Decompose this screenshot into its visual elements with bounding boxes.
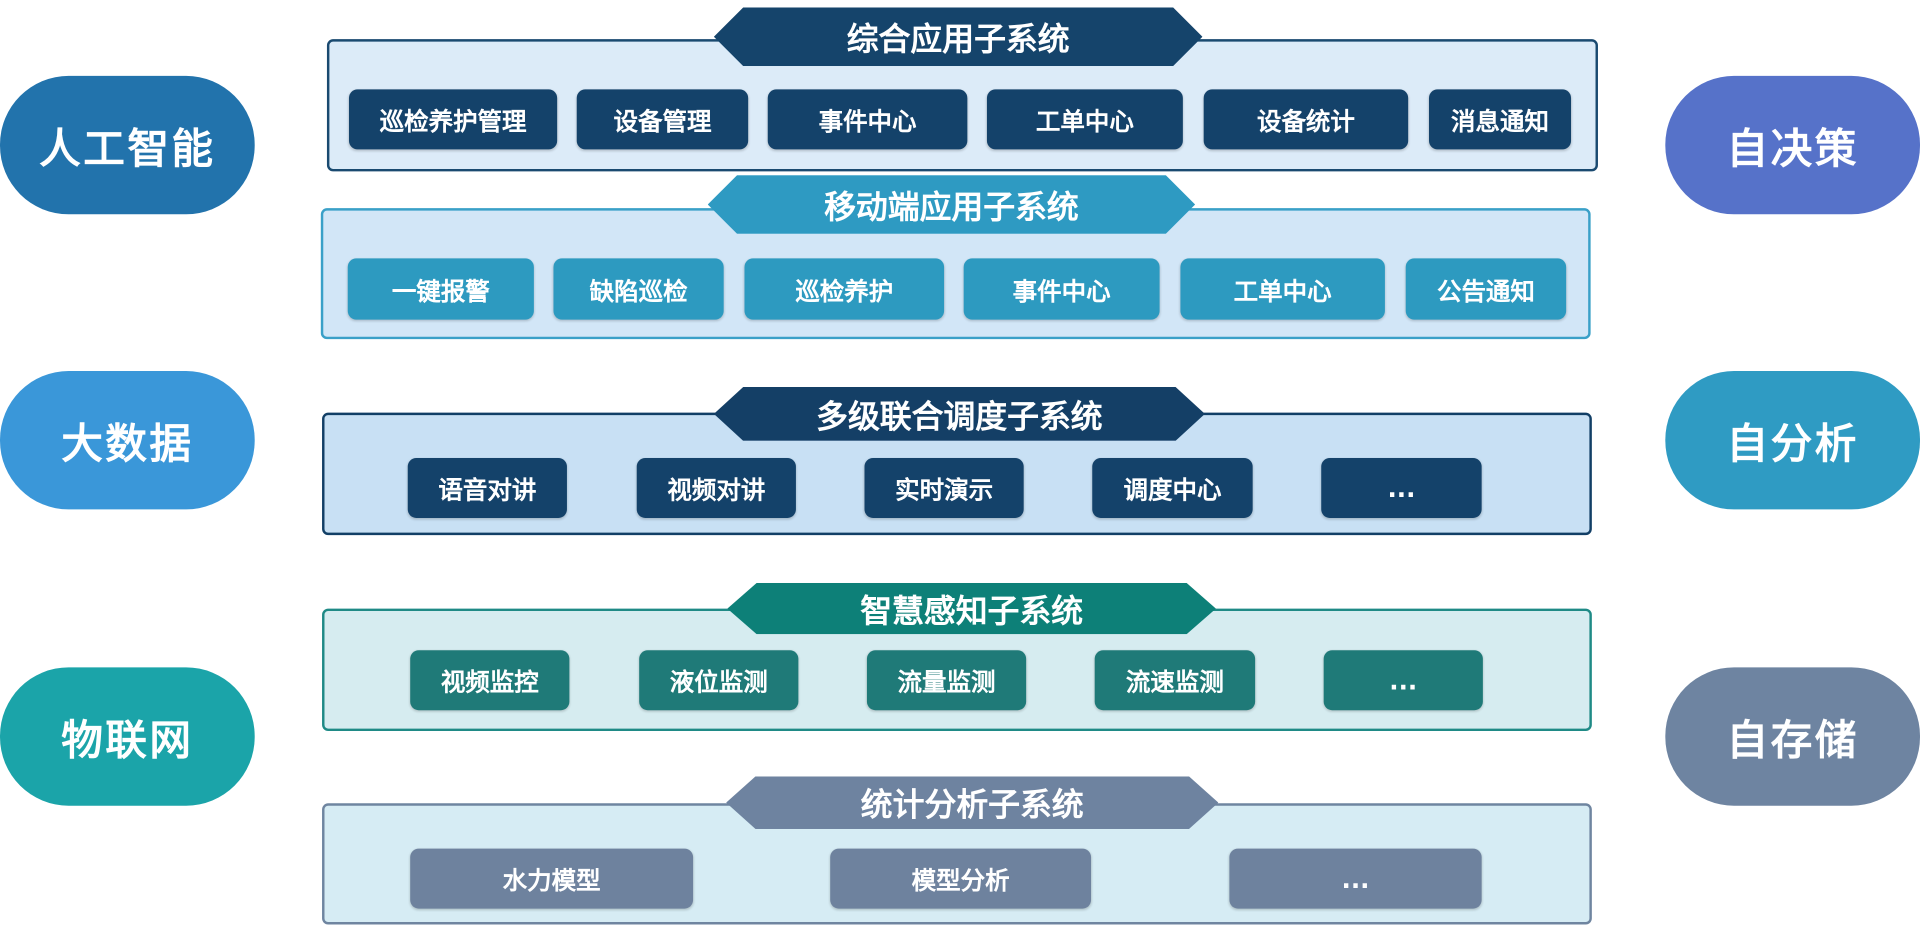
module-button[interactable]: 缺陷巡检 <box>553 258 724 320</box>
module-button[interactable]: 工单中心 <box>1180 258 1385 320</box>
module-button[interactable]: 液位监测 <box>639 650 799 711</box>
module-button[interactable]: 视频对讲 <box>636 457 796 518</box>
module-button[interactable]: 语音对讲 <box>407 457 567 518</box>
subsystem-title-3: 智慧感知子系统 <box>727 583 1216 634</box>
module-button[interactable]: 流量监测 <box>866 650 1027 711</box>
module-button[interactable]: 公告通知 <box>1405 258 1567 320</box>
module-button[interactable]: ... <box>1229 848 1482 909</box>
left-pill-1: 大数据 <box>0 371 255 510</box>
module-button[interactable]: ... <box>1323 650 1483 711</box>
left-pill-0: 人工智能 <box>0 75 255 215</box>
subsystem-title-4: 统计分析子系统 <box>726 776 1218 829</box>
module-button[interactable]: 事件中心 <box>767 89 968 150</box>
left-pill-2: 物联网 <box>0 667 255 806</box>
module-button[interactable]: 巡检养护管理 <box>348 89 558 150</box>
module-button[interactable]: 设备统计 <box>1203 89 1409 150</box>
module-button[interactable]: 事件中心 <box>963 258 1160 320</box>
module-button[interactable]: 视频监控 <box>410 650 570 711</box>
right-pill-1: 自分析 <box>1665 371 1920 510</box>
module-button[interactable]: 流速监测 <box>1094 650 1256 711</box>
module-button[interactable]: 调度中心 <box>1092 457 1253 518</box>
subsystem-title-1: 移动端应用子系统 <box>708 175 1195 234</box>
module-button[interactable]: 模型分析 <box>830 848 1092 909</box>
subsystem-title-2: 多级联合调度子系统 <box>714 387 1205 441</box>
subsystem-title-0: 综合应用子系统 <box>714 7 1203 66</box>
right-pill-2: 自存储 <box>1665 667 1920 806</box>
module-button[interactable]: 实时演示 <box>864 457 1024 518</box>
module-button[interactable]: 水力模型 <box>410 848 694 909</box>
module-button[interactable]: 消息通知 <box>1428 89 1572 150</box>
right-pill-0: 自决策 <box>1665 75 1920 215</box>
module-button[interactable]: 一键报警 <box>347 258 534 320</box>
module-button[interactable]: 巡检养护 <box>744 258 945 320</box>
module-button[interactable]: ... <box>1321 457 1482 518</box>
module-button[interactable]: 工单中心 <box>986 89 1183 150</box>
module-button[interactable]: 设备管理 <box>576 89 749 150</box>
